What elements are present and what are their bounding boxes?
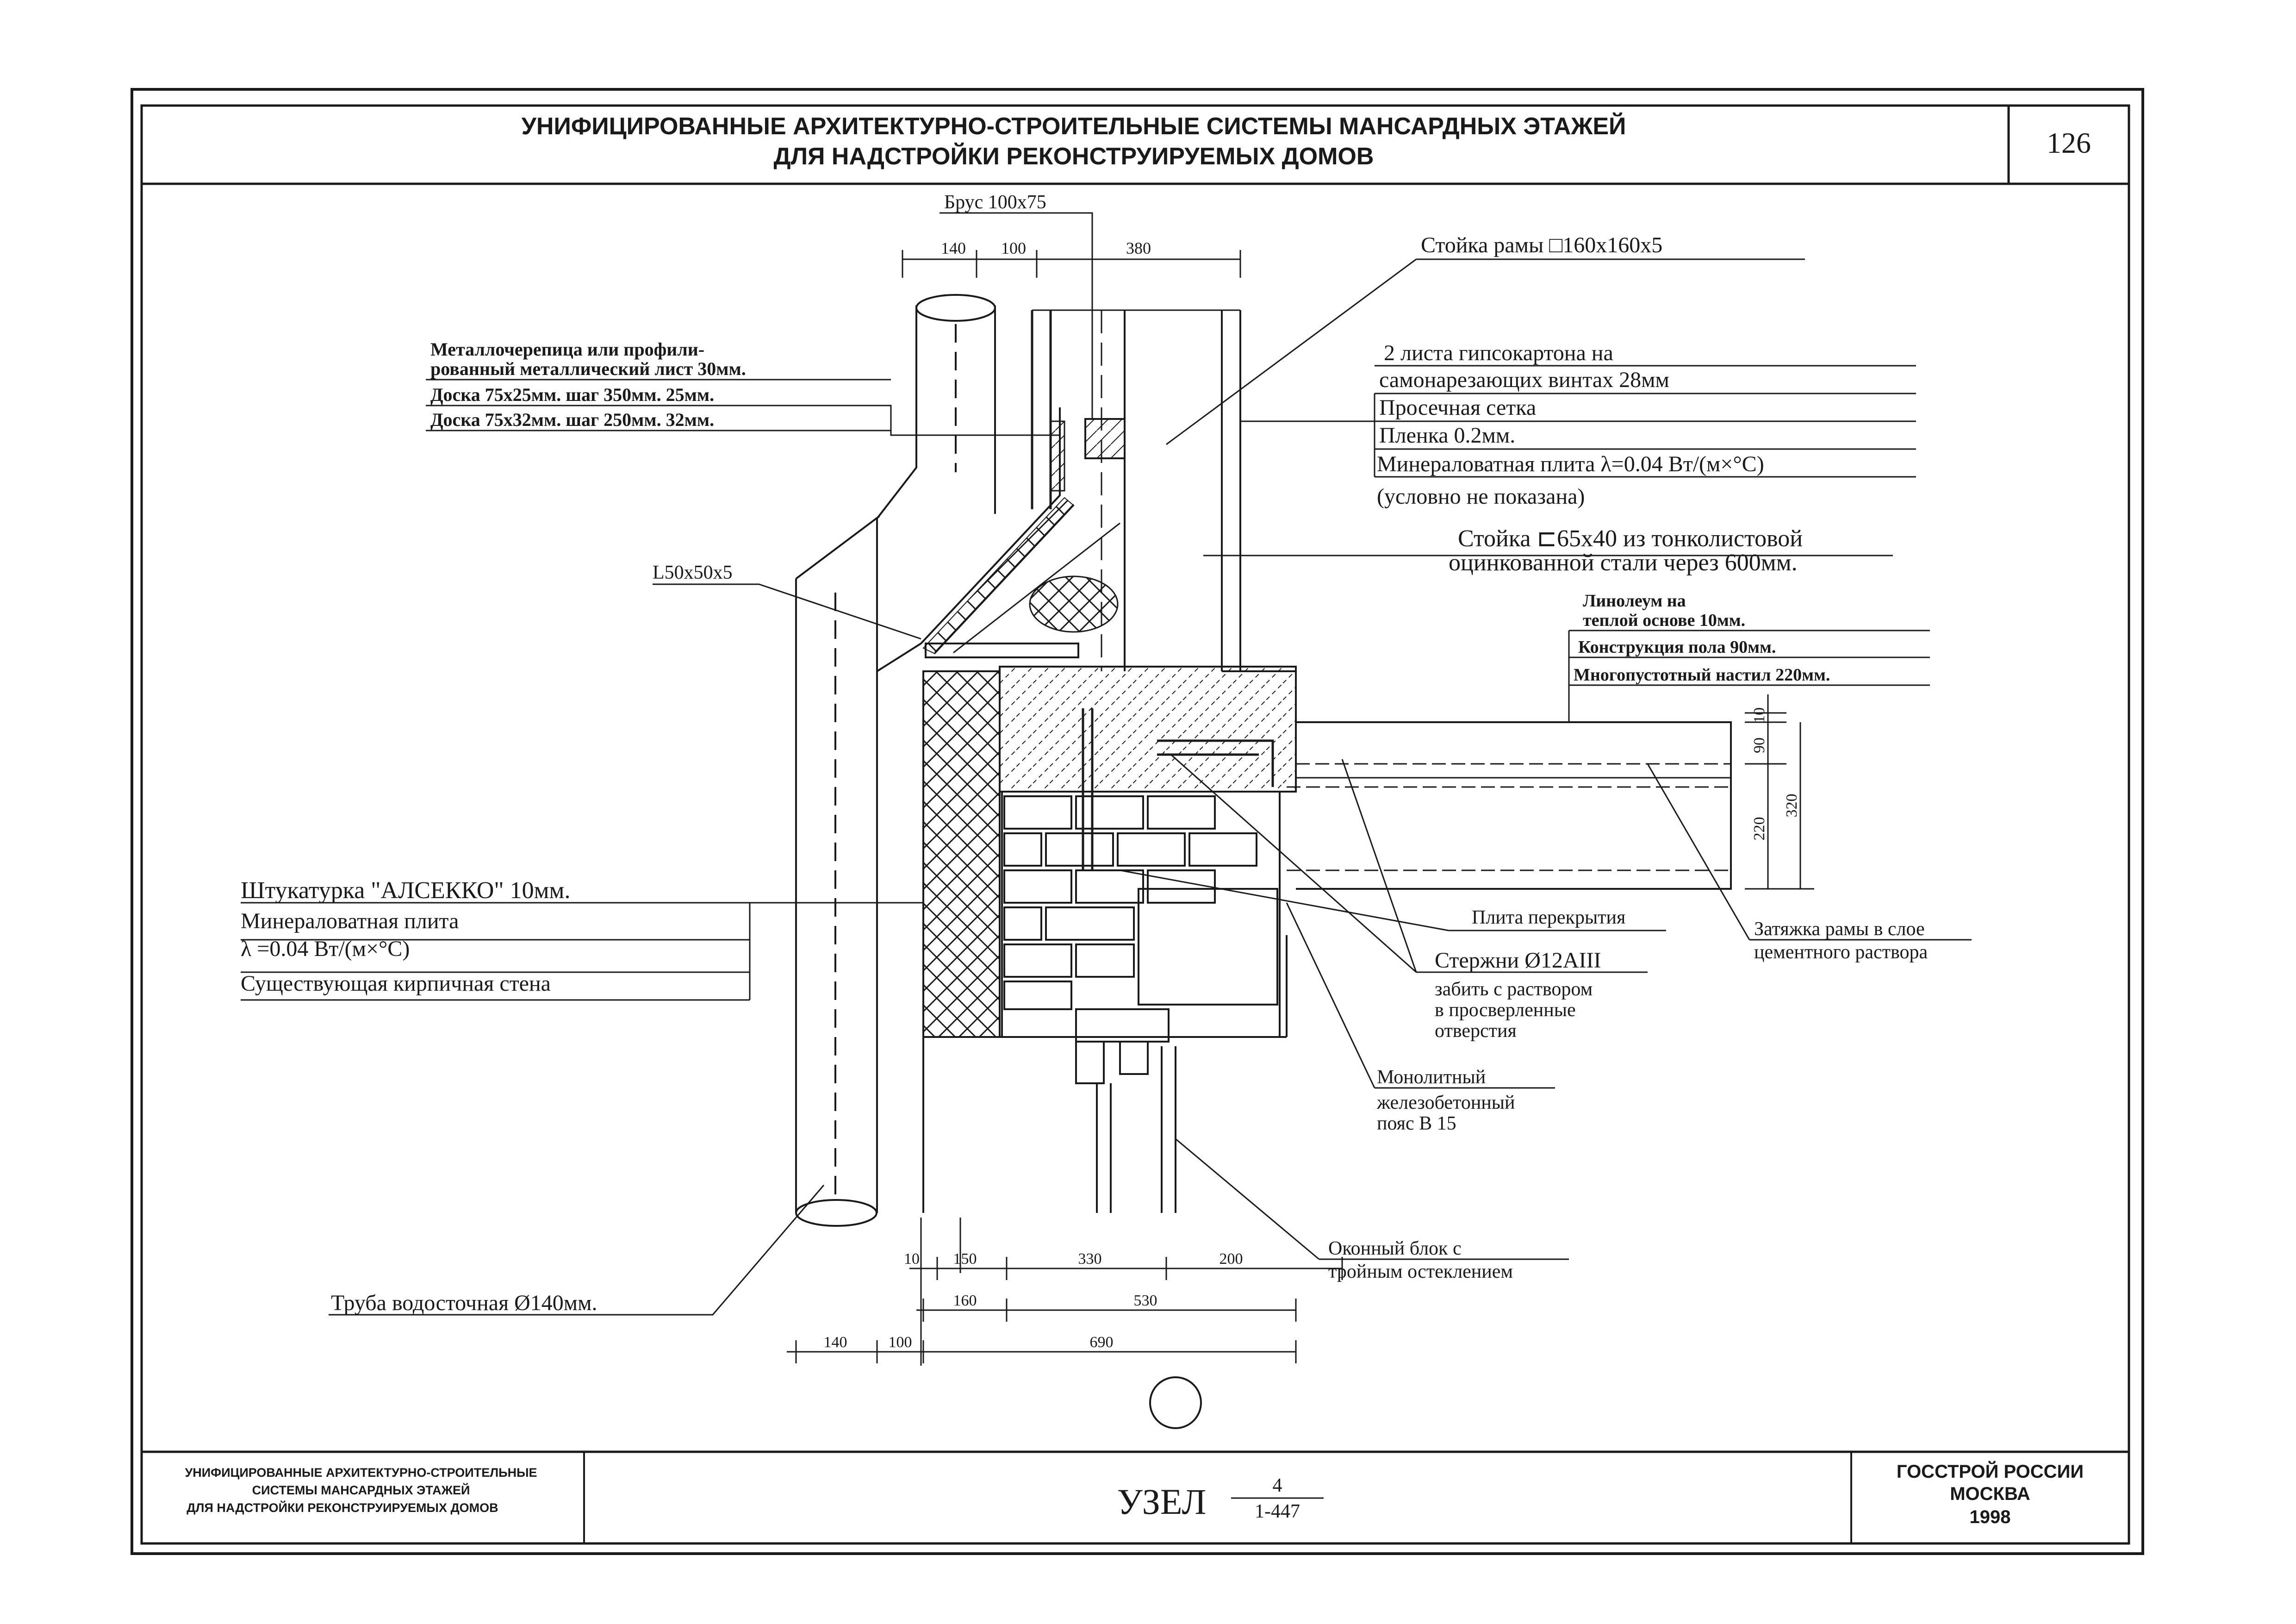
dim-b3-140: 140 <box>824 1334 847 1351</box>
label-tie-1: Затяжка рамы в слое <box>1754 918 1925 940</box>
downpipe-bottom-section <box>795 1199 877 1227</box>
brus-100x75 <box>1084 418 1126 459</box>
label-belt-1: Монолитный <box>1377 1067 1486 1088</box>
label-belt-3: пояс В 15 <box>1377 1113 1456 1134</box>
dim-right-10: 10 <box>1751 707 1768 723</box>
label-linoleum-1: Линолеум на <box>1583 591 1686 611</box>
label-pipe: Труба водосточная Ø140мм. <box>331 1291 597 1315</box>
inner-frame <box>140 104 2130 1545</box>
wall-frame <box>925 309 1241 671</box>
downpipe <box>795 294 996 1227</box>
label-board-1: Доска 75х25мм. шаг 350мм. 25мм. <box>430 384 714 405</box>
facade-insulation <box>922 670 1001 1038</box>
label-metal-roof-1: Металлочерепица или профили- <box>430 339 704 360</box>
dim-b2-160: 160 <box>953 1292 977 1309</box>
label-slab-deck: Многопустотный настил 220мм. <box>1574 665 1830 685</box>
dim-b1-150: 150 <box>953 1250 977 1268</box>
dim-right-90: 90 <box>1751 737 1768 753</box>
label-angle: L50х50х5 <box>653 562 733 583</box>
window-block <box>922 935 1288 1213</box>
outer-frame <box>131 88 2144 1555</box>
label-metal-roof-2: рованный металлический лист 30мм. <box>430 358 746 379</box>
label-brus: Брус 100х75 <box>944 192 1046 213</box>
right-dimension: 10 90 220 320 <box>1745 694 1814 890</box>
label-window-2: тройным остеклением <box>1328 1261 1513 1282</box>
dim-b1-200: 200 <box>1220 1250 1243 1268</box>
label-rods-4: отверстия <box>1435 1020 1517 1042</box>
label-wool2-2: λ =0.04 Вт/(м×°С) <box>241 937 410 961</box>
label-wool2-1: Минераловатная плита <box>241 909 459 933</box>
stamp-frac-den: 1-447 <box>1255 1501 1300 1522</box>
concrete-belt <box>999 666 1297 793</box>
dim-b1-330: 330 <box>1078 1250 1102 1268</box>
axis-marker <box>1149 1376 1202 1429</box>
sheet-title-line1: УНИФИЦИРОВАННЫЕ АРХИТЕКТУРНО-СТРОИТЕЛЬНЫ… <box>522 112 1626 140</box>
label-slab: Плита перекрытия <box>1472 907 1625 928</box>
stamp-left-line2: СИСТЕМЫ МАНСАРДНЫХ ЭТАЖЕЙ <box>252 1483 470 1497</box>
label-mineral-wool: Минераловатная плита λ=0.04 Вт/(м×°С) <box>1377 452 1764 476</box>
label-post-1: Стойка ⊏65х40 из тонколистовой <box>1458 525 1803 552</box>
label-not-shown: (условно не показана) <box>1377 484 1585 509</box>
label-plaster: Штукатурка "АЛСЕККО" 10мм. <box>241 877 570 904</box>
label-floor: Конструкция пола 90мм. <box>1578 637 1776 657</box>
label-mesh: Просечная сетка <box>1379 395 1536 420</box>
roof-slope <box>876 407 1120 704</box>
stamp-node-title: УЗЕЛ <box>1117 1481 1207 1522</box>
label-rods-2: забить с раствором <box>1435 979 1593 1000</box>
label-film: Пленка 0.2мм. <box>1379 423 1515 448</box>
label-linoleum-2: теплой основе 10мм. <box>1583 611 1745 630</box>
node-drawing: 140 100 380 10 90 220 320 10 150 330 200… <box>241 192 1972 1429</box>
bottom-dimensions: 10 150 330 200 160 530 140 100 690 <box>787 1218 1343 1429</box>
stamp-org: ГОССТРОЙ РОССИИ <box>1897 1461 2084 1482</box>
label-stoyka-ramy: Стойка рамы □160х160х5 <box>1421 233 1662 257</box>
anchor-rods <box>1082 708 1274 870</box>
stamp-left-line1: УНИФИЦИРОВАННЫЕ АРХИТЕКТУРНО-СТРОИТЕЛЬНЫ… <box>185 1466 537 1480</box>
dim-b1-10: 10 <box>904 1250 920 1268</box>
dim-top-140: 140 <box>941 239 966 257</box>
label-board-2: Доска 75х32мм. шаг 250мм. 32мм. <box>430 409 714 430</box>
floor-slab <box>1287 721 1732 890</box>
dim-b2-530: 530 <box>1134 1292 1157 1309</box>
insulation-blob <box>1029 575 1119 633</box>
page-number: 126 <box>2047 126 2091 159</box>
sheet-title-line2: ДЛЯ НАДСТРОЙКИ РЕКОНСТРУИРУЕМЫХ ДОМОВ <box>774 143 1374 170</box>
label-brick: Существующая кирпичная стена <box>241 971 551 996</box>
label-gypsum-2: самонарезающих винтах 28мм <box>1379 368 1669 392</box>
dim-b3-690: 690 <box>1090 1334 1114 1351</box>
label-tie-2: цементного раствора <box>1754 942 1928 963</box>
stamp-city: МОСКВА <box>1950 1484 2030 1504</box>
dim-right-220: 220 <box>1751 817 1768 841</box>
label-belt-2: железобетонный <box>1376 1092 1515 1113</box>
label-rods-3: в просверленные <box>1435 999 1576 1021</box>
label-window-1: Оконный блок с <box>1328 1238 1462 1259</box>
dim-b3-100: 100 <box>889 1334 912 1351</box>
dim-top-100: 100 <box>1001 239 1026 257</box>
label-post-2: оцинкованной стали через 600мм. <box>1449 550 1798 576</box>
downpipe-top-section <box>915 294 996 322</box>
brick-wall <box>1001 791 1281 1038</box>
dim-right-320: 320 <box>1783 794 1800 818</box>
top-dimension: 140 100 380 <box>902 239 1241 278</box>
stamp-left-line3: ДЛЯ НАДСТРОЙКИ РЕКОНСТРУИРУЕМЫХ ДОМОВ <box>187 1500 498 1515</box>
stamp-frac-num: 4 <box>1273 1475 1282 1496</box>
label-gypsum-1: 2 листа гипсокартона на <box>1384 341 1613 365</box>
dim-top-380: 380 <box>1126 239 1151 257</box>
stamp-year: 1998 <box>1970 1507 2011 1527</box>
label-rods-1: Стержни Ø12АIII <box>1435 948 1601 973</box>
